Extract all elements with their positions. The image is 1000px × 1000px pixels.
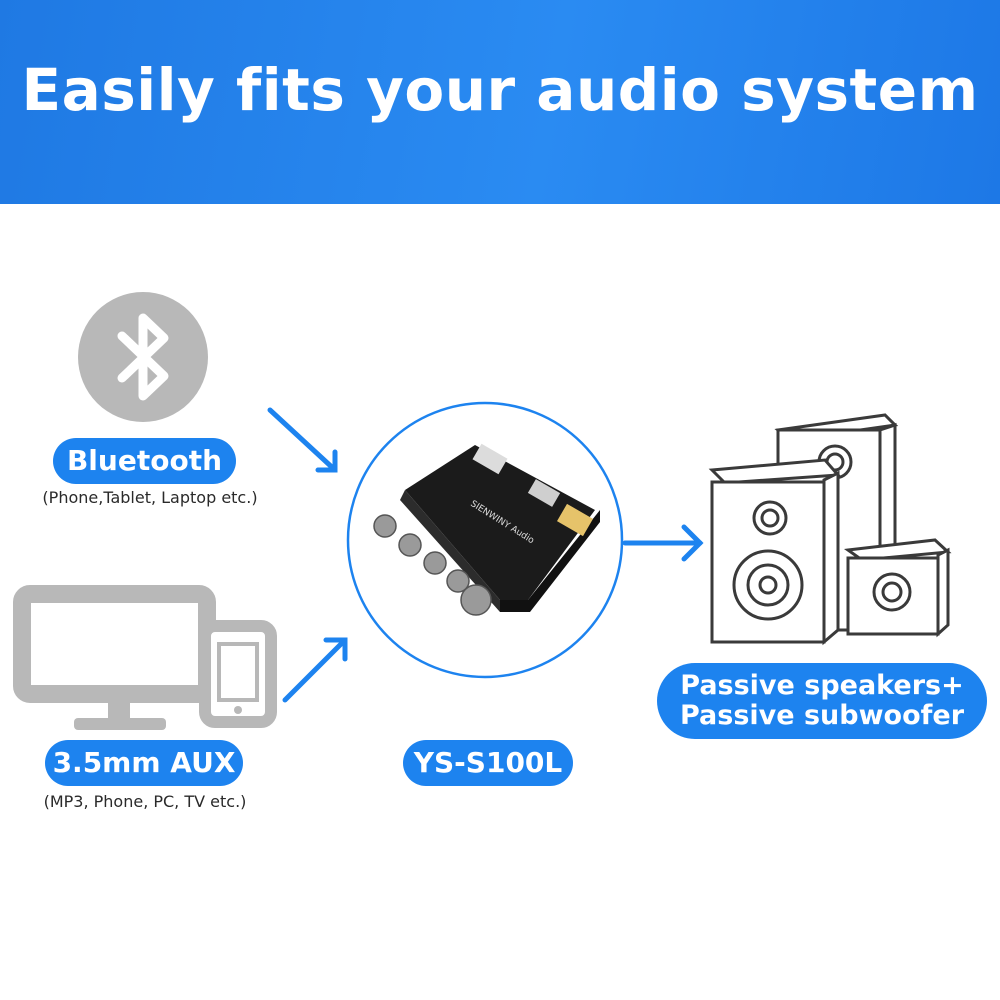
output-label-line2: Passive subwoofer	[679, 700, 965, 731]
monitor-phone-icon	[13, 585, 277, 730]
arrow-bluetooth-to-board	[267, 407, 338, 473]
page-title: Easily fits your audio system	[21, 56, 979, 124]
amplifier-board-image: SIENWINY Audio	[346, 401, 624, 679]
bluetooth-devices-note: (Phone,Tablet, Laptop etc.)	[42, 488, 258, 507]
output-label-line1: Passive speakers+	[680, 670, 964, 701]
aux-label: 3.5mm AUX	[45, 740, 243, 786]
arrow-aux-to-board	[282, 637, 348, 703]
output-label: Passive speakers+ Passive subwoofer	[657, 663, 987, 739]
header-banner: Easily fits your audio system	[0, 0, 1000, 204]
aux-devices-note: (MP3, Phone, PC, TV etc.)	[43, 792, 247, 811]
arrow-board-to-speakers	[622, 524, 704, 562]
speakers-icon	[708, 413, 952, 646]
bluetooth-icon	[78, 292, 208, 422]
model-label: YS-S100L	[403, 740, 573, 786]
bluetooth-label: Bluetooth	[53, 438, 236, 484]
